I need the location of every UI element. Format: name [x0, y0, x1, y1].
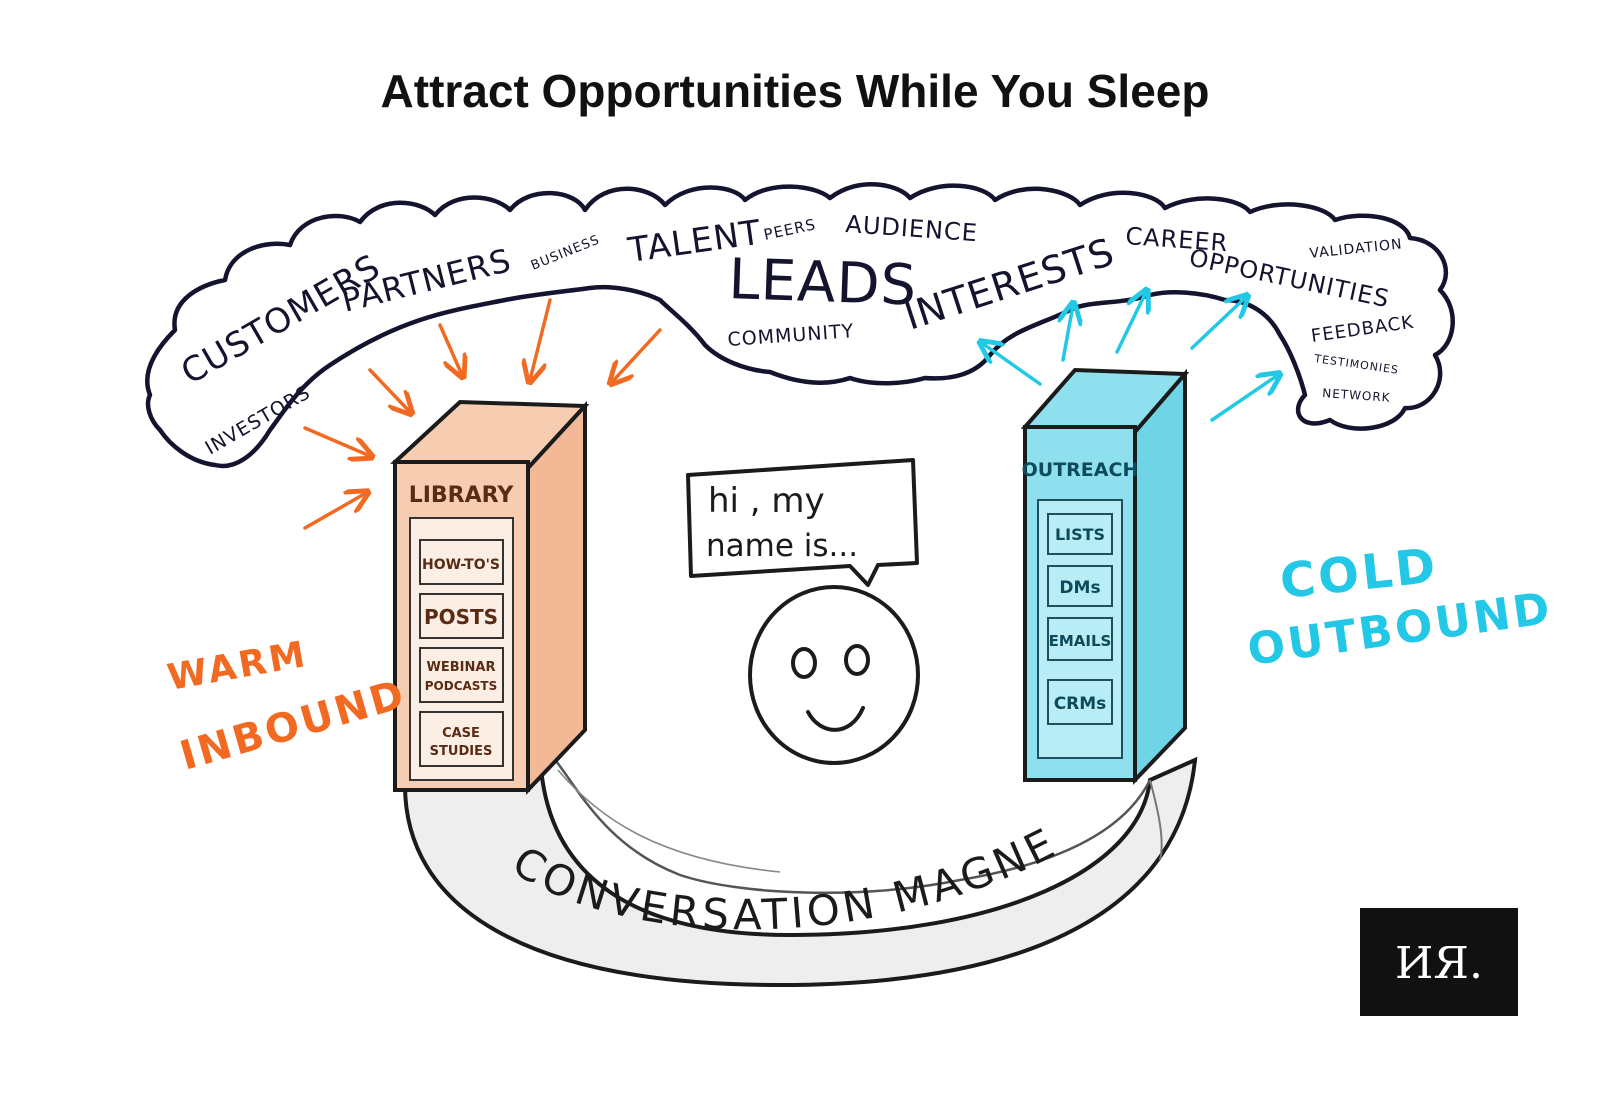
arrow-icon [1190, 297, 1246, 350]
library-item-howtos: HOW-TO'S [422, 557, 500, 573]
arrow-icon [303, 426, 370, 456]
cloud-word-network: NETWORK [1322, 386, 1391, 405]
smiley-face-icon [748, 585, 920, 765]
arrow-icon [368, 368, 410, 412]
outreach-item-lists: LISTS [1055, 525, 1105, 544]
page-title: Attract Opportunities While You Sleep [381, 65, 1210, 117]
speech-line-2: name is... [706, 528, 858, 564]
outreach-drawer [1047, 565, 1113, 607]
outreach-drawer [1047, 513, 1113, 555]
brand-logo-text: ИЯ. [1395, 938, 1483, 989]
cloud-word-validation: VALIDATION [1309, 236, 1404, 262]
arrow-icon [438, 323, 462, 375]
library-pillar: LIBRARY HOW-TO'S POSTS WEBINAR PODCASTS … [390, 399, 590, 796]
arrow-icon [530, 298, 552, 380]
library-item-podcasts: PODCASTS [425, 679, 498, 693]
warm-inbound-label: WARM INBOUND [164, 634, 411, 780]
outbound-arrows [982, 292, 1278, 422]
outreach-item-crms: CRMs [1054, 694, 1107, 714]
inbound-arrows [303, 298, 662, 530]
cloud-icon [145, 182, 1455, 469]
warm-label-line1: WARM [164, 634, 310, 699]
library-item-studies: STUDIES [430, 744, 493, 759]
cloud-word-audience: AUDIENCE [845, 210, 979, 247]
arrow-icon [303, 493, 366, 530]
library-drawer [419, 647, 504, 703]
outreach-item-emails: EMAILS [1049, 632, 1112, 650]
arrow-icon [1115, 292, 1146, 354]
cloud-words: CUSTOMERS INVESTORS PARTNERS BUSINESS TA… [175, 210, 1416, 459]
arrow-icon [1063, 305, 1073, 362]
speech-bubble-icon: hi , my name is... [686, 458, 919, 587]
outreach-drawer [1047, 617, 1113, 661]
cloud-word-customers: CUSTOMERS [175, 247, 388, 393]
cloud-word-interests: INTERESTS [899, 229, 1120, 338]
cloud-word-testimonies: TESTIMONIES [1313, 352, 1400, 377]
speech-line-1: hi , my [708, 481, 825, 521]
arrow-icon [1210, 375, 1278, 422]
library-drawer [419, 539, 504, 585]
magnet-icon [402, 742, 1198, 988]
arrow-icon [612, 328, 662, 382]
library-item-webinar: WEBINAR [427, 660, 496, 675]
outreach-item-dms: DMs [1059, 578, 1100, 598]
outreach-drawer [1047, 679, 1113, 725]
cloud-word-community: COMMUNITY [727, 320, 855, 351]
outreach-label: OUTREACH [1022, 459, 1139, 481]
brand-logo: ИЯ. [1360, 908, 1518, 1016]
outreach-pillar: OUTREACH LISTS DMs EMAILS CRMs [1020, 367, 1190, 785]
library-label: LIBRARY [409, 483, 515, 508]
cloud-word-feedback: FEEDBACK [1310, 312, 1416, 347]
cold-outbound-label: COLD OUTBOUND [1244, 538, 1555, 676]
cloud-word-leads: LEADS [728, 247, 919, 319]
library-drawer [419, 593, 504, 639]
cloud-word-peers: PEERS [762, 215, 818, 244]
library-drawer [419, 711, 504, 767]
library-item-posts: POSTS [424, 605, 498, 629]
arrow-icon [982, 343, 1042, 386]
cold-label-line1: COLD [1277, 538, 1440, 610]
library-item-case: CASE [442, 726, 480, 741]
cloud-word-business: BUSINESS [529, 232, 602, 273]
